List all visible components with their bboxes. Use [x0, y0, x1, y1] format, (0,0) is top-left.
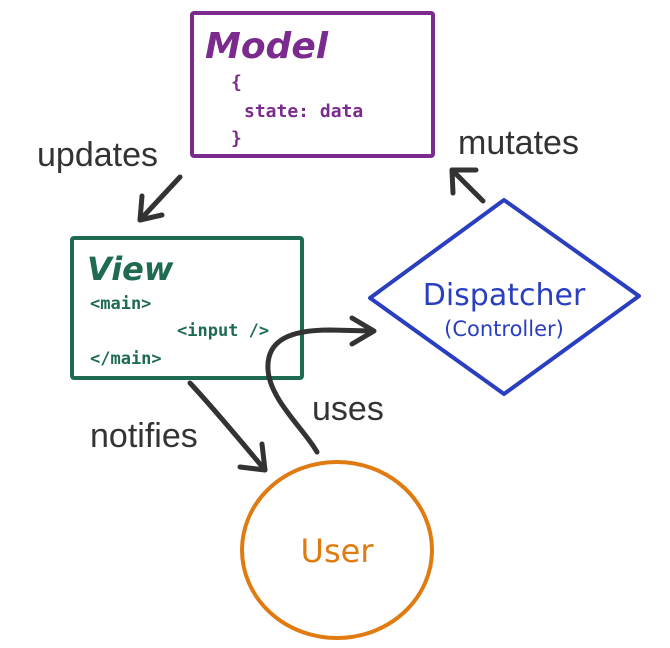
dispatcher-title: Dispatcher [423, 278, 586, 313]
updates-arrow [137, 174, 183, 223]
mutates-arrowhead-icon [449, 167, 479, 196]
edges [137, 167, 486, 473]
uses-arrowhead-icon [349, 315, 377, 347]
user-node: User [240, 460, 434, 640]
dispatcher-node: Dispatcher (Controller) [368, 198, 641, 396]
view-title: View [87, 250, 174, 288]
mutates-arrow [449, 167, 486, 204]
view-code-line-1: <main> [90, 294, 151, 314]
updates-label: updates [37, 136, 158, 174]
user-title: User [301, 532, 375, 570]
updates-arrowhead-icon [137, 193, 165, 223]
notifies-arrowhead-icon [237, 441, 268, 473]
uses-label: uses [312, 390, 384, 428]
model-box [190, 11, 435, 158]
dispatcher-diamond [368, 198, 641, 396]
model-node: Model { state: data } [190, 11, 435, 158]
model-code-line-3: } [231, 128, 242, 149]
view-code-line-2: <input /> [177, 321, 269, 341]
notifies-arrow [187, 380, 268, 473]
view-node: View <main> <input /> </main> [70, 236, 304, 380]
uses-arrow [265, 327, 375, 455]
dispatcher-subtitle: (Controller) [444, 317, 564, 341]
model-code-line-2: state: data [244, 101, 363, 122]
view-box [70, 236, 304, 380]
model-code-line-1: { [231, 72, 242, 93]
view-code-line-3: </main> [90, 349, 162, 369]
notifies-label: notifies [90, 417, 198, 455]
user-circle [240, 460, 434, 640]
model-title: Model [205, 26, 329, 67]
mutates-label: mutates [458, 124, 579, 162]
